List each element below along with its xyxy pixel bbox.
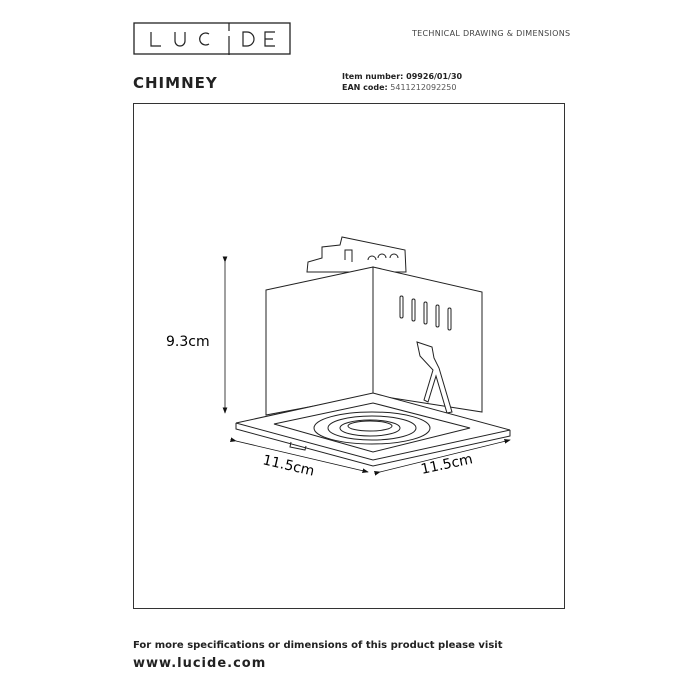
- drawing-frame: [133, 103, 565, 609]
- box-left-face: [265, 266, 374, 416]
- footer-text: For more specifications or dimensions of…: [133, 640, 503, 651]
- vent-slots: [399, 295, 452, 331]
- spring-clip: [416, 341, 453, 414]
- width-label: 11.5cm: [261, 452, 316, 479]
- item-number: Item number: 09926/01/30: [342, 72, 462, 81]
- item-number-label: Item number:: [342, 72, 404, 81]
- connector-block: [306, 236, 407, 273]
- product-name: CHIMNEY: [133, 74, 218, 92]
- width-dimension-line: [229, 437, 369, 474]
- lucide-logo: [133, 22, 291, 55]
- ean-value: 5411212092250: [390, 83, 457, 92]
- height-label: 9.3cm: [166, 334, 210, 350]
- ean-label: EAN code:: [342, 83, 388, 92]
- ean-code: EAN code: 5411212092250: [342, 83, 456, 92]
- item-number-value: 09926/01/30: [406, 72, 463, 81]
- depth-dimension-line: [373, 439, 511, 476]
- footer-url[interactable]: www.lucide.com: [133, 656, 267, 671]
- document-subtitle: TECHNICAL DRAWING & DIMENSIONS: [412, 29, 571, 38]
